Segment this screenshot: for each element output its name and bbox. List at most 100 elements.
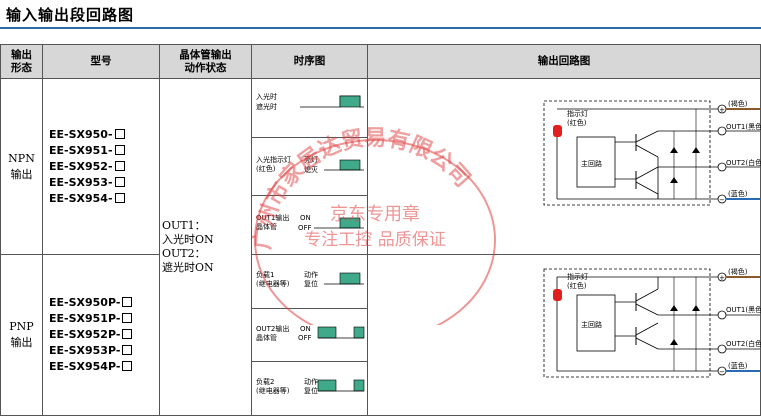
label-off: OFF bbox=[298, 224, 312, 232]
label-transistor: 晶体管 bbox=[256, 222, 277, 231]
model-item: EE-SX953- bbox=[49, 175, 159, 191]
state-line: OUT1： bbox=[162, 219, 206, 232]
main-circuit-box bbox=[576, 294, 616, 352]
sensor-boundary bbox=[543, 268, 711, 378]
label-reset: 复位 bbox=[304, 386, 318, 395]
header-timing: 时序图 bbox=[251, 44, 368, 79]
terminal-out2 bbox=[717, 344, 727, 354]
timing-light: 入光时 遮光时 bbox=[251, 78, 368, 138]
label-load1: 负载1 bbox=[256, 270, 274, 279]
svg-text:−: − bbox=[719, 196, 725, 204]
label-indicator-color: (红色) bbox=[567, 281, 587, 290]
label-out1: OUT1(黑色) bbox=[726, 122, 761, 131]
label-blue: (蓝色) bbox=[728, 361, 748, 370]
label-indicator-color: (红色) bbox=[567, 118, 587, 127]
label-load2: 负载2 bbox=[256, 377, 274, 386]
label-lit: 亮灯 bbox=[304, 155, 318, 164]
form-npn: NPN 输出 bbox=[0, 78, 43, 255]
timing-load2-diagram: 负载2 (继电器等) 动作 复位 bbox=[256, 377, 365, 395]
timing-out1: OUT1输出 晶体管 ON OFF bbox=[251, 195, 368, 255]
timing-indicator: 入光指示灯 (红色) 亮灯 熄灭 bbox=[251, 136, 368, 197]
pnp-circuit-diagram: 指示灯 (红色) 主回路 bbox=[543, 267, 761, 378]
timing-indicator-diagram: 入光指示灯 (红色) 亮灯 熄灭 bbox=[256, 155, 364, 174]
model-item: EE-SX953P- bbox=[49, 343, 159, 359]
form-npn-line2: 输出 bbox=[10, 167, 33, 181]
label-operate: 动作 bbox=[304, 377, 318, 386]
wave-pulse bbox=[353, 380, 365, 392]
state-line: OUT2： bbox=[162, 247, 206, 260]
form-pnp: PNP 输出 bbox=[0, 254, 43, 416]
timing-out2: OUT2输出 晶体管 ON OFF bbox=[251, 307, 368, 363]
label-blue: (蓝色) bbox=[728, 189, 748, 198]
svg-text:+: + bbox=[719, 274, 725, 282]
terminal-out2 bbox=[717, 162, 727, 172]
main-circuit-box bbox=[576, 136, 616, 188]
page-title: 输入输出段回路图 bbox=[6, 6, 135, 24]
svg-text:−: − bbox=[719, 368, 725, 376]
wave-pulse bbox=[339, 272, 361, 285]
label-indicator: 指示灯 bbox=[567, 109, 588, 118]
label-transistor: 晶体管 bbox=[256, 333, 277, 342]
label-out2: OUT2(白色) bbox=[726, 158, 761, 167]
wave-pulse bbox=[339, 218, 361, 229]
label-operate: 动作 bbox=[304, 270, 318, 279]
label-main-circuit: 主回路 bbox=[581, 320, 602, 329]
models-npn: EE-SX950- EE-SX951- EE-SX952- EE-SX953- … bbox=[42, 78, 160, 255]
timing-out1-diagram: OUT1输出 晶体管 ON OFF bbox=[256, 213, 364, 232]
label-brown: (褐色) bbox=[728, 99, 748, 108]
label-main-circuit: 主回路 bbox=[581, 159, 602, 168]
npn-circuit-diagram: 指示灯 (红色) 主回路 bbox=[543, 99, 761, 206]
model-item: EE-SX951- bbox=[49, 143, 159, 159]
title-rule bbox=[0, 27, 761, 29]
timing-load1-diagram: 负载1 (继电器等) 动作 复位 bbox=[256, 270, 364, 288]
timing-load2: 负载2 (继电器等) 动作 复位 bbox=[251, 361, 368, 416]
label-relay: (继电器等) bbox=[256, 279, 290, 288]
wave-pulse bbox=[339, 159, 361, 170]
state-line: 入光时ON bbox=[162, 233, 214, 246]
label-reset: 复位 bbox=[304, 279, 318, 288]
label-out2: OUT2(白色) bbox=[726, 339, 761, 348]
transistor-state: OUT1： 入光时ON OUT2： 遮光时ON bbox=[159, 78, 252, 416]
sensor-boundary bbox=[543, 100, 711, 206]
label-on: ON bbox=[300, 214, 311, 222]
pnp-circuit: 指示灯 (红色) 主回路 bbox=[367, 254, 761, 416]
timing-load1: 负载1 (继电器等) 动作 复位 bbox=[251, 254, 368, 309]
wave-pulse bbox=[317, 326, 337, 338]
label-light-off: 遮光时 bbox=[256, 102, 277, 111]
led-icon bbox=[553, 289, 562, 301]
model-item: EE-SX954- bbox=[49, 191, 159, 207]
header-form: 输出形态 bbox=[0, 44, 43, 79]
label-light-on: 入光时 bbox=[256, 92, 277, 101]
label-out2: OUT2输出 bbox=[256, 324, 289, 333]
wave-pulse bbox=[353, 326, 365, 338]
label-indicator: 入光指示灯 bbox=[256, 155, 291, 164]
form-npn-line1: NPN bbox=[8, 151, 35, 165]
form-pnp-line2: 输出 bbox=[10, 336, 33, 349]
header-circuit: 输出回路图 bbox=[367, 44, 761, 79]
label-relay: (继电器等) bbox=[256, 386, 290, 395]
circuit-table: 输出形态 型号 晶体管输出动作状态 时序图 输出回路图 NPN 输出 EE-SX… bbox=[0, 44, 761, 416]
label-out1: OUT1(黑色) bbox=[726, 305, 761, 314]
model-item: EE-SX954P- bbox=[49, 359, 159, 375]
model-item: EE-SX952P- bbox=[49, 327, 159, 343]
model-item: EE-SX951P- bbox=[49, 311, 159, 327]
label-brown: (褐色) bbox=[728, 267, 748, 276]
terminal-out1 bbox=[717, 126, 727, 136]
npn-circuit: 指示灯 (红色) 主回路 bbox=[367, 78, 761, 255]
label-on: ON bbox=[300, 325, 311, 333]
terminal-out1 bbox=[717, 310, 727, 320]
header-model: 型号 bbox=[42, 44, 160, 79]
form-pnp-line1: PNP bbox=[9, 320, 34, 333]
timing-out2-diagram: OUT2输出 晶体管 ON OFF bbox=[256, 324, 365, 342]
label-off: OFF bbox=[298, 334, 312, 342]
led-icon bbox=[553, 125, 562, 137]
header-state: 晶体管输出动作状态 bbox=[159, 44, 252, 79]
svg-text:+: + bbox=[719, 106, 725, 114]
label-unlit: 熄灭 bbox=[304, 165, 318, 174]
model-item: EE-SX950P- bbox=[49, 295, 159, 311]
wave-pulse bbox=[317, 380, 337, 392]
model-item: EE-SX952- bbox=[49, 159, 159, 175]
timing-light-diagram: 入光时 遮光时 bbox=[256, 92, 364, 111]
label-out1: OUT1输出 bbox=[256, 213, 289, 222]
wave-pulse bbox=[339, 95, 361, 108]
